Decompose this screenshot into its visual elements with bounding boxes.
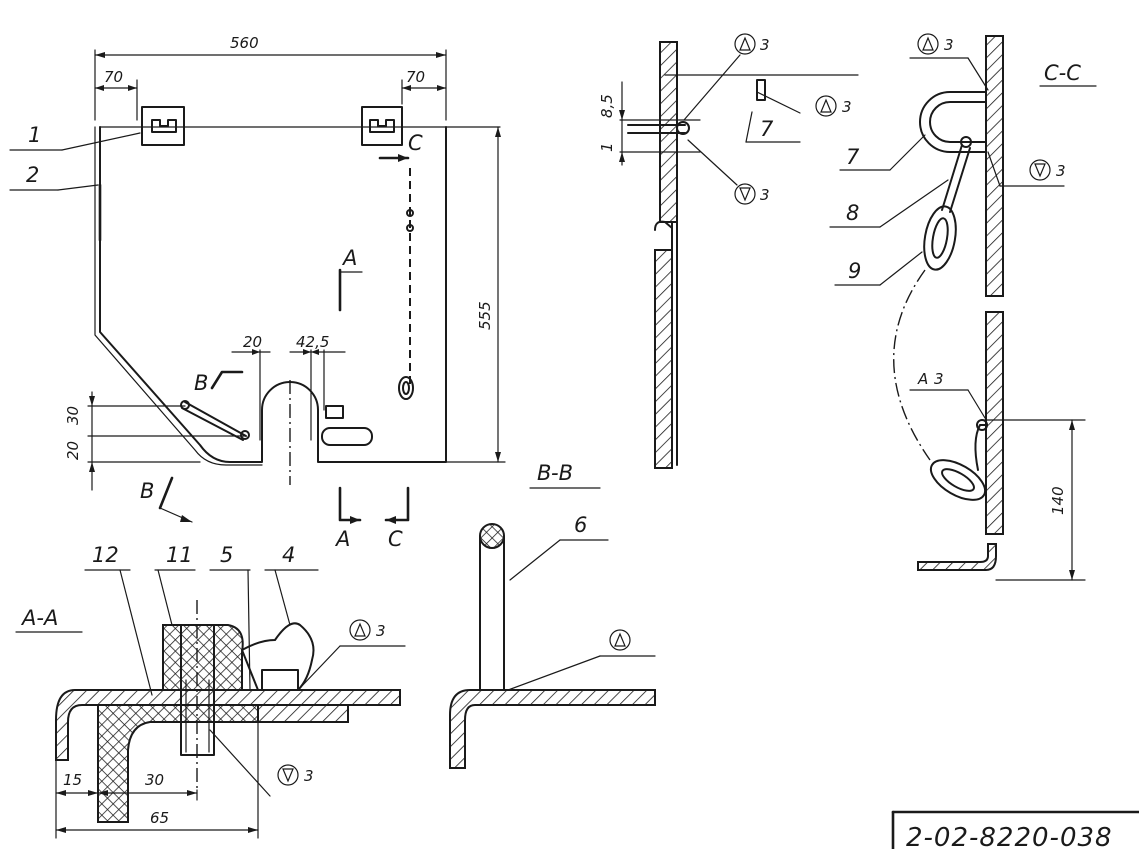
side-dim-8-5: 8,5 (598, 94, 616, 118)
callout-1: 1 (28, 123, 41, 147)
side-callout-7: 7 (760, 117, 774, 141)
weld-symbol-icon: 3 (683, 33, 770, 121)
aa-dim-30: 30 (145, 771, 164, 789)
dim-vertical-30: 30 (64, 406, 82, 425)
aa-callout-11: 11 (166, 543, 193, 567)
section-mark-b-top: B (194, 371, 208, 395)
section-mark-c-bottom: C (388, 527, 403, 551)
weld-symbol-icon: 3 (909, 33, 989, 91)
cc-callout-8: 8 (846, 201, 859, 225)
section-cc: C-C 140 7 8 9 (829, 33, 1097, 581)
plate-outline (99, 126, 447, 463)
svg-text:3: 3 (934, 370, 944, 388)
dim-height: 555 (476, 301, 494, 330)
aa-dim-65: 65 (150, 809, 169, 827)
svg-text:3: 3 (760, 36, 770, 54)
section-mark-b-bottom: B (140, 479, 154, 503)
cc-callout-9: 9 (848, 259, 861, 283)
weld-symbol-icon (507, 629, 656, 691)
aa-callout-4: 4 (282, 543, 295, 567)
svg-text:3: 3 (760, 186, 770, 204)
dim-width: 560 (230, 34, 259, 52)
cc-callout-7: 7 (846, 145, 860, 169)
svg-text:3: 3 (1056, 162, 1066, 180)
section-bb-title: B-B (537, 461, 573, 485)
document-number: 2-02-8220-038 (906, 823, 1113, 849)
section-mark-a-top: A (341, 246, 357, 270)
weld-symbol-icon: A 3 (909, 370, 986, 419)
callout-2: 2 (26, 163, 39, 187)
section-mark-a-bottom: A (334, 527, 350, 551)
dim-left-offset: 70 (104, 68, 123, 86)
side-view: 8,5 1 7 3 3 3 (598, 33, 859, 469)
dim-right-offset: 70 (406, 68, 425, 86)
section-bb: B-B 6 (449, 461, 656, 769)
hinge-right (361, 106, 403, 146)
svg-text:3: 3 (304, 767, 314, 785)
section-mark-c-top: C (408, 131, 423, 155)
svg-text:3: 3 (376, 622, 386, 640)
weld-symbol-icon: 3 (299, 619, 406, 689)
svg-text:3: 3 (944, 36, 954, 54)
hinge-left (141, 106, 185, 146)
weld-symbol-icon: 3 (209, 729, 314, 797)
aa-callout-5: 5 (220, 543, 233, 567)
weld-symbol-icon: 3 (987, 151, 1066, 187)
dim-slot-gap: 20 (243, 333, 262, 351)
svg-text:A: A (917, 370, 928, 388)
cc-dim-140: 140 (1049, 486, 1067, 515)
section-aa: A-A 12 11 5 4 3 (15, 543, 406, 839)
main-view: 20 42,5 560 70 70 555 30 20 (9, 34, 506, 551)
side-dim-1: 1 (598, 142, 616, 152)
dim-slot-offset: 42,5 (296, 333, 329, 351)
dim-vertical-20: 20 (64, 441, 82, 460)
bb-callout-6: 6 (574, 513, 587, 537)
svg-text:3: 3 (842, 98, 852, 116)
section-aa-title: A-A (20, 606, 58, 630)
title-block: 2-02-8220-038 (891, 810, 1139, 849)
aa-dim-15: 15 (63, 771, 82, 789)
section-cc-title: C-C (1044, 61, 1081, 85)
weld-symbol-icon: 3 (687, 139, 770, 205)
weld-symbol-icon: 3 (815, 95, 852, 117)
aa-callout-12: 12 (92, 543, 119, 567)
